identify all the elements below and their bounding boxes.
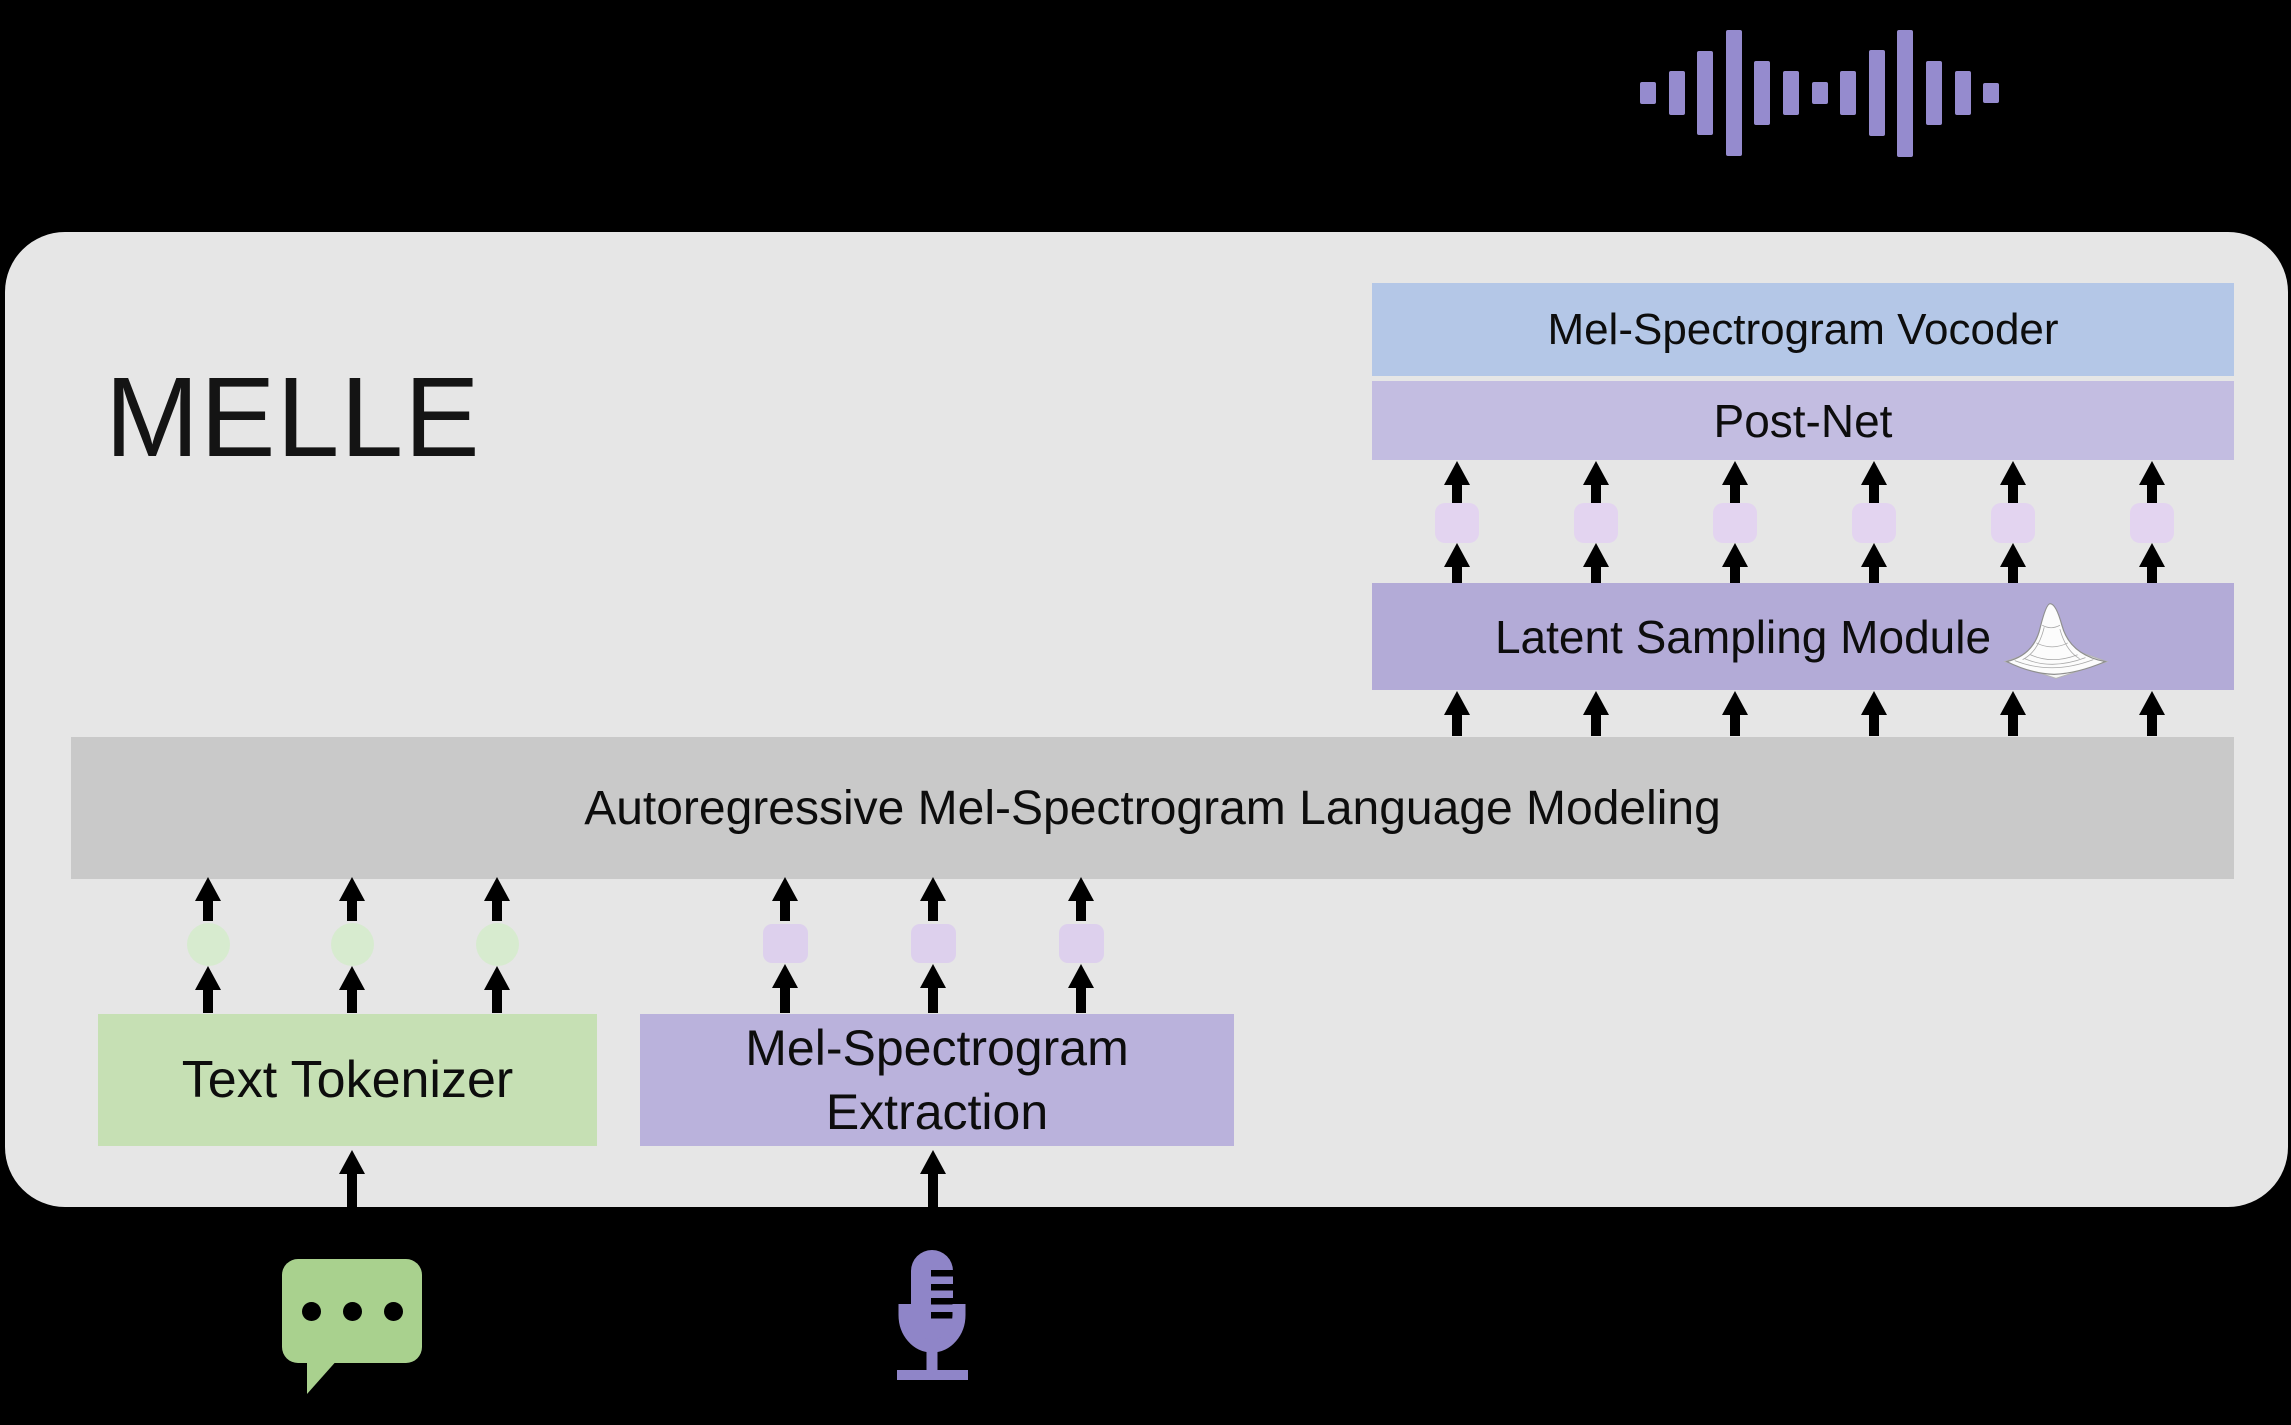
- arrow-latent-to-postnet: [1722, 461, 1748, 503]
- arrow-latent-to-postnet: [2139, 461, 2165, 503]
- waveform-bar: [1926, 61, 1942, 125]
- arrow-latent-to-postnet: [1861, 461, 1887, 503]
- latent-token-square: [1713, 503, 1757, 543]
- arrow-ar-to-lsm: [2000, 691, 2026, 736]
- waveform-bar: [1669, 71, 1685, 115]
- waveform-bar: [1983, 83, 1999, 103]
- arrow-extraction-to-mel-token: [772, 964, 798, 1013]
- latent-token-square: [2130, 503, 2174, 543]
- mel-extraction-label-line1: Mel-Spectrogram: [745, 1020, 1129, 1076]
- arrow-lsm-to-latent-token: [2000, 543, 2026, 583]
- gaussian-surface-icon: [2003, 602, 2109, 679]
- text-token-circle: [330, 923, 374, 966]
- arrow-ar-to-lsm: [1583, 691, 1609, 736]
- latent-sampling-module-label: Latent Sampling Module: [1494, 610, 1992, 663]
- arrow-tokenizer-to-text-token: [339, 966, 365, 1013]
- arrow-mel-token-to-ar: [920, 877, 946, 921]
- text-token-circle: [186, 923, 230, 966]
- arrow-extraction-to-mel-token: [920, 964, 946, 1013]
- arrow-ar-to-lsm: [1444, 691, 1470, 736]
- arrow-lsm-to-latent-token: [1861, 543, 1887, 583]
- speech-bubble-dot: [383, 1301, 403, 1321]
- speech-bubble-dot: [301, 1301, 321, 1321]
- waveform-bar: [1783, 71, 1799, 115]
- arrow-lsm-to-latent-token: [1444, 543, 1470, 583]
- waveform-bar: [1697, 51, 1713, 135]
- waveform-bar: [1869, 50, 1885, 136]
- arrow-lsm-to-latent-token: [2139, 543, 2165, 583]
- autoregressive-lm-label: Autoregressive Mel-Spectrogram Language …: [584, 781, 1721, 835]
- diagram-title: MELLE: [105, 354, 481, 480]
- waveform-bar: [1726, 30, 1742, 156]
- arrow-text-token-to-ar: [484, 877, 510, 921]
- mel-spectrogram-vocoder-box: Mel-Spectrogram Vocoder: [1372, 283, 2234, 376]
- speech-bubble-icon: [282, 1259, 422, 1363]
- mel-spectrogram-extraction-box: Mel-Spectrogram Extraction: [640, 1014, 1234, 1146]
- mel-token-square: [910, 924, 956, 963]
- post-net-box: Post-Net: [1372, 381, 2234, 460]
- arrow-ar-to-lsm: [1861, 691, 1887, 736]
- waveform-bar: [1955, 71, 1971, 115]
- latent-token-square: [1574, 503, 1618, 543]
- arrow-latent-to-postnet: [1444, 461, 1470, 503]
- speech-bubble-dot: [342, 1301, 362, 1321]
- speech-bubble-tail: [307, 1358, 339, 1394]
- latent-sampling-module-box: Latent Sampling Module: [1372, 583, 2234, 690]
- arrow-tokenizer-to-text-token: [195, 966, 221, 1013]
- waveform-bar: [1640, 82, 1656, 104]
- autoregressive-lm-box: Autoregressive Mel-Spectrogram Language …: [71, 737, 2234, 879]
- latent-token-square: [1991, 503, 2035, 543]
- mel-token-square: [1058, 924, 1104, 963]
- waveform-bar: [1897, 29, 1913, 157]
- arrow-speech-input-to-extraction: [920, 1150, 946, 1250]
- audio-waveform-icon: [1640, 28, 2020, 158]
- arrow-mel-token-to-ar: [772, 877, 798, 921]
- arrow-lsm-to-latent-token: [1583, 543, 1609, 583]
- arrow-text-token-to-ar: [195, 877, 221, 921]
- text-tokenizer-label: Text Tokenizer: [181, 1051, 514, 1109]
- arrow-ar-to-lsm: [2139, 691, 2165, 736]
- post-net-label: Post-Net: [1713, 394, 1893, 447]
- waveform-to-vocoder-connector: [1801, 155, 1810, 285]
- arrow-text-input-to-tokenizer: [339, 1150, 365, 1256]
- arrow-latent-to-postnet: [2000, 461, 2026, 503]
- text-token-circle: [475, 923, 519, 966]
- latent-token-square: [1435, 503, 1479, 543]
- mel-spectrogram-vocoder-label: Mel-Spectrogram Vocoder: [1547, 304, 2059, 354]
- arrow-latent-to-postnet: [1583, 461, 1609, 503]
- arrow-tokenizer-to-text-token: [484, 966, 510, 1013]
- arrow-text-token-to-ar: [339, 877, 365, 921]
- mel-token-square: [762, 924, 808, 963]
- waveform-bar: [1754, 61, 1770, 125]
- arrow-lsm-to-latent-token: [1722, 543, 1748, 583]
- arrow-mel-token-to-ar: [1068, 877, 1094, 921]
- text-tokenizer-box: Text Tokenizer: [98, 1014, 597, 1146]
- waveform-bar: [1812, 82, 1828, 104]
- mel-extraction-label-line2: Extraction: [825, 1084, 1049, 1140]
- arrow-extraction-to-mel-token: [1068, 964, 1094, 1013]
- microphone-icon: [897, 1250, 968, 1380]
- arrow-ar-to-lsm: [1722, 691, 1748, 736]
- waveform-bar: [1840, 71, 1856, 115]
- latent-token-square: [1852, 503, 1896, 543]
